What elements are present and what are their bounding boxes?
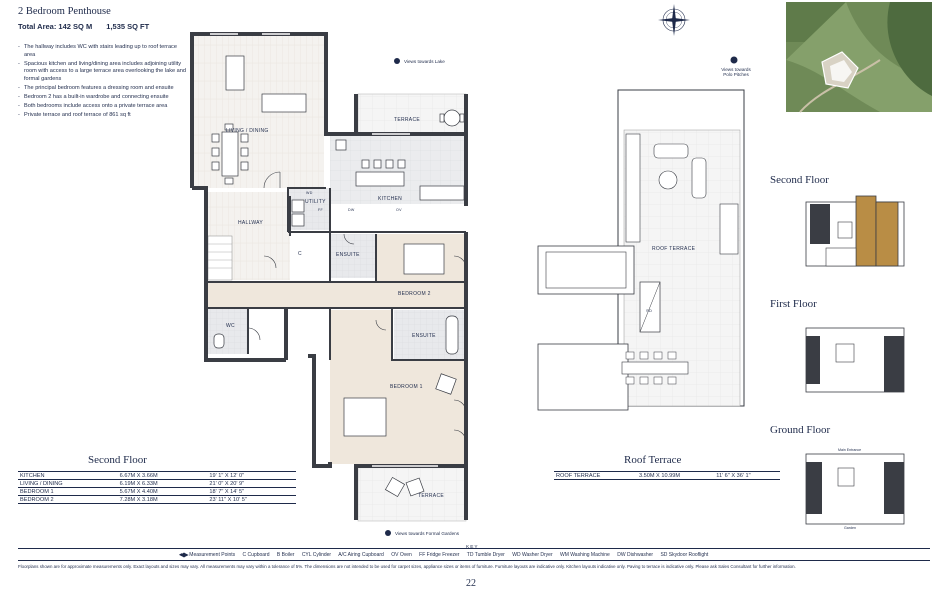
room-label-kitchen: KITCHEN [378, 196, 403, 202]
room-label-ov: OV [396, 208, 402, 212]
room-label-ensuite-2: ENSUITE [336, 252, 360, 258]
page-title: 2 Bedroom Penthouse [18, 6, 111, 17]
total-area-sqft: 1,535 SQ FT [106, 22, 150, 31]
keyplan-title-first: First Floor [770, 298, 817, 310]
feature-item: Both bedrooms include access onto a priv… [18, 103, 188, 111]
table-row: KITCHEN 6.67M X 3.66M 19' 1" X 12' 0" [18, 471, 296, 480]
key-items: ◄► Measurement Points C Cupboard B Boile… [178, 552, 709, 558]
view-polo-line2: Polo Pitches [723, 72, 749, 77]
total-area-sqm: Total Area: 142 SQ M [18, 22, 93, 31]
feature-item: The hallway includes WC with stairs lead… [18, 44, 188, 60]
room-label-terrace-top: TERRACE [394, 117, 420, 123]
room-label-bedroom-1: BEDROOM 1 [390, 384, 423, 390]
room-label-wd: WD [306, 191, 313, 195]
room-label-wc: WC [226, 323, 235, 329]
keyplan-title-second: Second Floor [770, 174, 829, 186]
table-row: BEDROOM 2 7.28M X 3.18M 23' 11" X 10' 5" [18, 495, 296, 504]
keyplan-title-ground: Ground Floor [770, 424, 831, 436]
room-label-cupboard: C [298, 251, 302, 257]
feature-item: Private terrace and roof terrace of 861 … [18, 112, 188, 120]
total-area: Total Area: 142 SQ M 1,535 SQ FT [18, 22, 161, 31]
roof-terrace-schedule: ROOF TERRACE 3.50M X 10.99M 11' 6" X 36'… [554, 471, 780, 480]
feature-list: The hallway includes WC with stairs lead… [18, 44, 188, 120]
schedule-title-roof-terrace: Roof Terrace [624, 454, 682, 466]
room-label-utility: UTILITY [305, 199, 326, 205]
room-label-ff: FF [318, 208, 323, 212]
view-polo: Views towards Polo Pitches [716, 67, 756, 77]
view-polo-line1: Views towards [721, 67, 751, 72]
room-label-ensuite-1: ENSUITE [412, 333, 436, 339]
key-divider-bottom [18, 560, 930, 561]
room-label-bedroom-2: BEDROOM 2 [398, 291, 431, 297]
room-label-living-dining: LIVING / DINING [226, 128, 269, 134]
feature-item: Spacious kitchen and living/dining area … [18, 61, 188, 84]
key-divider-top [18, 548, 930, 549]
room-label-terrace-bottom: TERRACE [418, 493, 444, 499]
view-lake: Views towards Lake [404, 59, 445, 64]
feature-item: Bedroom 2 has a built-in wardrobe and co… [18, 94, 188, 102]
table-row: ROOF TERRACE 3.50M X 10.99M 11' 6" X 36'… [554, 471, 780, 480]
second-floor-schedule: KITCHEN 6.67M X 3.66M 19' 1" X 12' 0" LI… [18, 471, 296, 504]
table-row: BEDROOM 1 5.67M X 4.40M 18' 7" X 14' 5" [18, 487, 296, 496]
key-label: KEY [466, 545, 479, 550]
room-label-dw: DW [348, 208, 355, 212]
feature-item: The principal bedroom features a dressin… [18, 85, 188, 93]
table-row: LIVING / DINING 6.19M X 6.33M 21' 0" X 2… [18, 479, 296, 488]
disclaimer: Floorplans shown are for approximate mea… [18, 564, 796, 569]
view-formal-gardens: Views towards Formal Gardens [395, 531, 459, 536]
room-label-sd: SD [646, 308, 653, 313]
schedule-title-second-floor: Second Floor [88, 454, 147, 466]
room-label-roof-terrace: ROOF TERRACE [652, 246, 696, 252]
room-label-hallway: HALLWAY [238, 220, 264, 226]
page-number: 22 [466, 578, 476, 589]
keyplan-main-entrance: Main Entrance [838, 448, 862, 452]
keyplan-garden: Garden [844, 526, 856, 530]
